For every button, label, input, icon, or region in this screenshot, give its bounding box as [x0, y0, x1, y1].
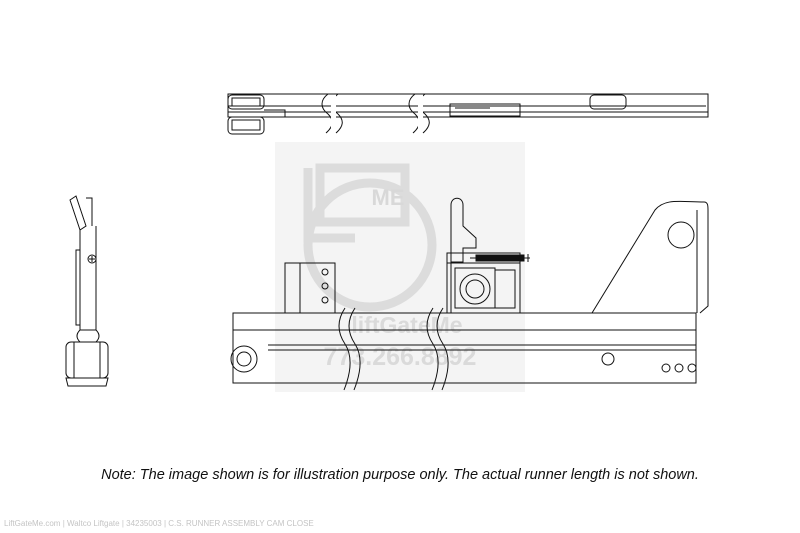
- top-view-break-1: [321, 93, 333, 134]
- runner-break-2: [426, 307, 439, 391]
- cam-lever: [450, 197, 477, 263]
- top-view-roller-lower: [227, 116, 265, 135]
- side-view-cam-tab: [69, 195, 87, 231]
- top-view-roller-right: [589, 94, 627, 110]
- runner-hole: [601, 352, 615, 366]
- illustration-note: Note: The image shown is for illustratio…: [101, 467, 699, 483]
- top-view-cam-plate: [449, 103, 521, 117]
- right-bracket-hole: [667, 221, 695, 249]
- side-view: [65, 195, 109, 387]
- watermark-logo-text: ME: [372, 185, 405, 210]
- runner-roller: [230, 345, 258, 373]
- top-view-body: [227, 93, 709, 118]
- runner-slot: [268, 344, 696, 351]
- cam-roller-housing: [454, 267, 496, 309]
- footer-caption: LiftGateMe.com | Waltco Liftgate | 34235…: [4, 519, 314, 528]
- runner-body: [232, 312, 697, 384]
- cam-roller: [459, 273, 491, 305]
- side-view-base: [65, 377, 109, 387]
- runner-hole-1: [661, 363, 671, 373]
- side-view-roller: [65, 341, 109, 379]
- runner-hole-3: [687, 363, 697, 373]
- side-view-bolt: [87, 254, 97, 264]
- runner-hole-2: [674, 363, 684, 373]
- top-view-break-2: [408, 93, 420, 134]
- right-bracket: [591, 200, 709, 314]
- cam-spring-housing: [446, 252, 521, 264]
- left-bracket: [284, 262, 336, 314]
- watermark-logo-circle: [303, 178, 437, 312]
- runner-break-1: [338, 307, 351, 391]
- watermark-brand: liftGateMe: [351, 312, 462, 338]
- front-view: [230, 197, 709, 391]
- side-view-plate: [79, 226, 97, 331]
- top-view: [227, 93, 709, 135]
- top-view-roller-upper: [227, 94, 265, 110]
- watermark-phone: 773.266.8892: [324, 343, 477, 371]
- watermark: ME liftGateMe 773.266.8892: [275, 142, 525, 392]
